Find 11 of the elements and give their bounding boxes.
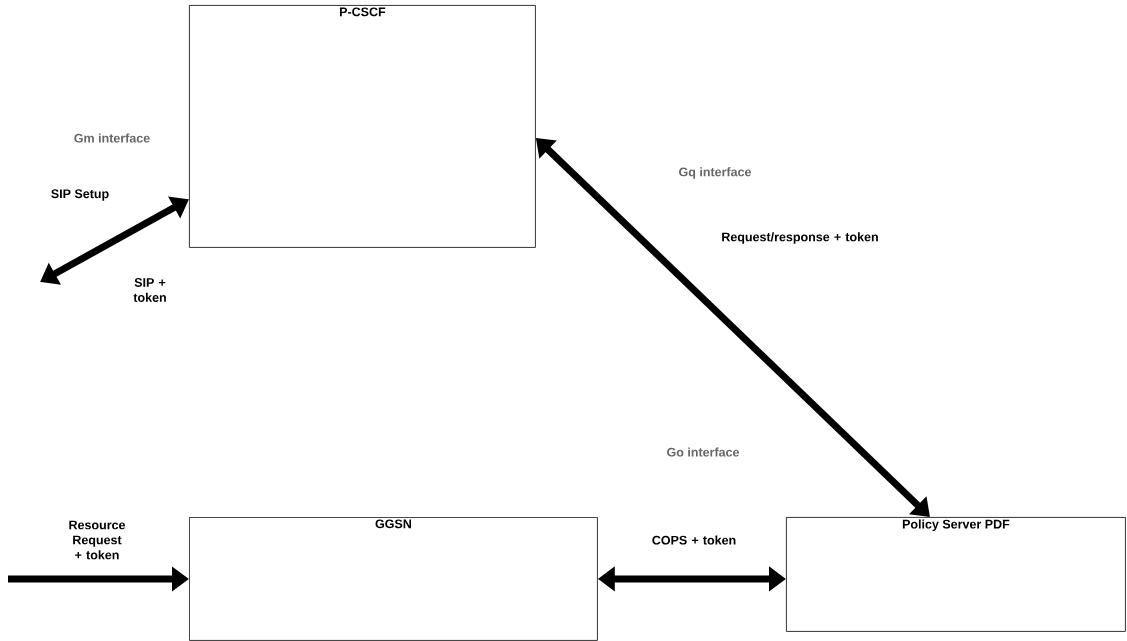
edge-label: Resource Request + token bbox=[69, 520, 126, 560]
edge-label: Request/response + token bbox=[722, 232, 878, 244]
network-box: P-CSCF bbox=[189, 5, 536, 248]
interface-label: Gm interface bbox=[74, 133, 150, 143]
interface-label: SIP Setup bbox=[51, 189, 109, 201]
interface-label: Go interface bbox=[667, 447, 740, 457]
network-box: Policy Server PDF bbox=[786, 517, 1126, 632]
edge-label: SIP + token bbox=[133, 278, 166, 302]
network-box: GGSN bbox=[189, 517, 598, 641]
interface-label: Gq interface bbox=[679, 167, 752, 179]
edge-label: COPS + token bbox=[652, 535, 736, 545]
